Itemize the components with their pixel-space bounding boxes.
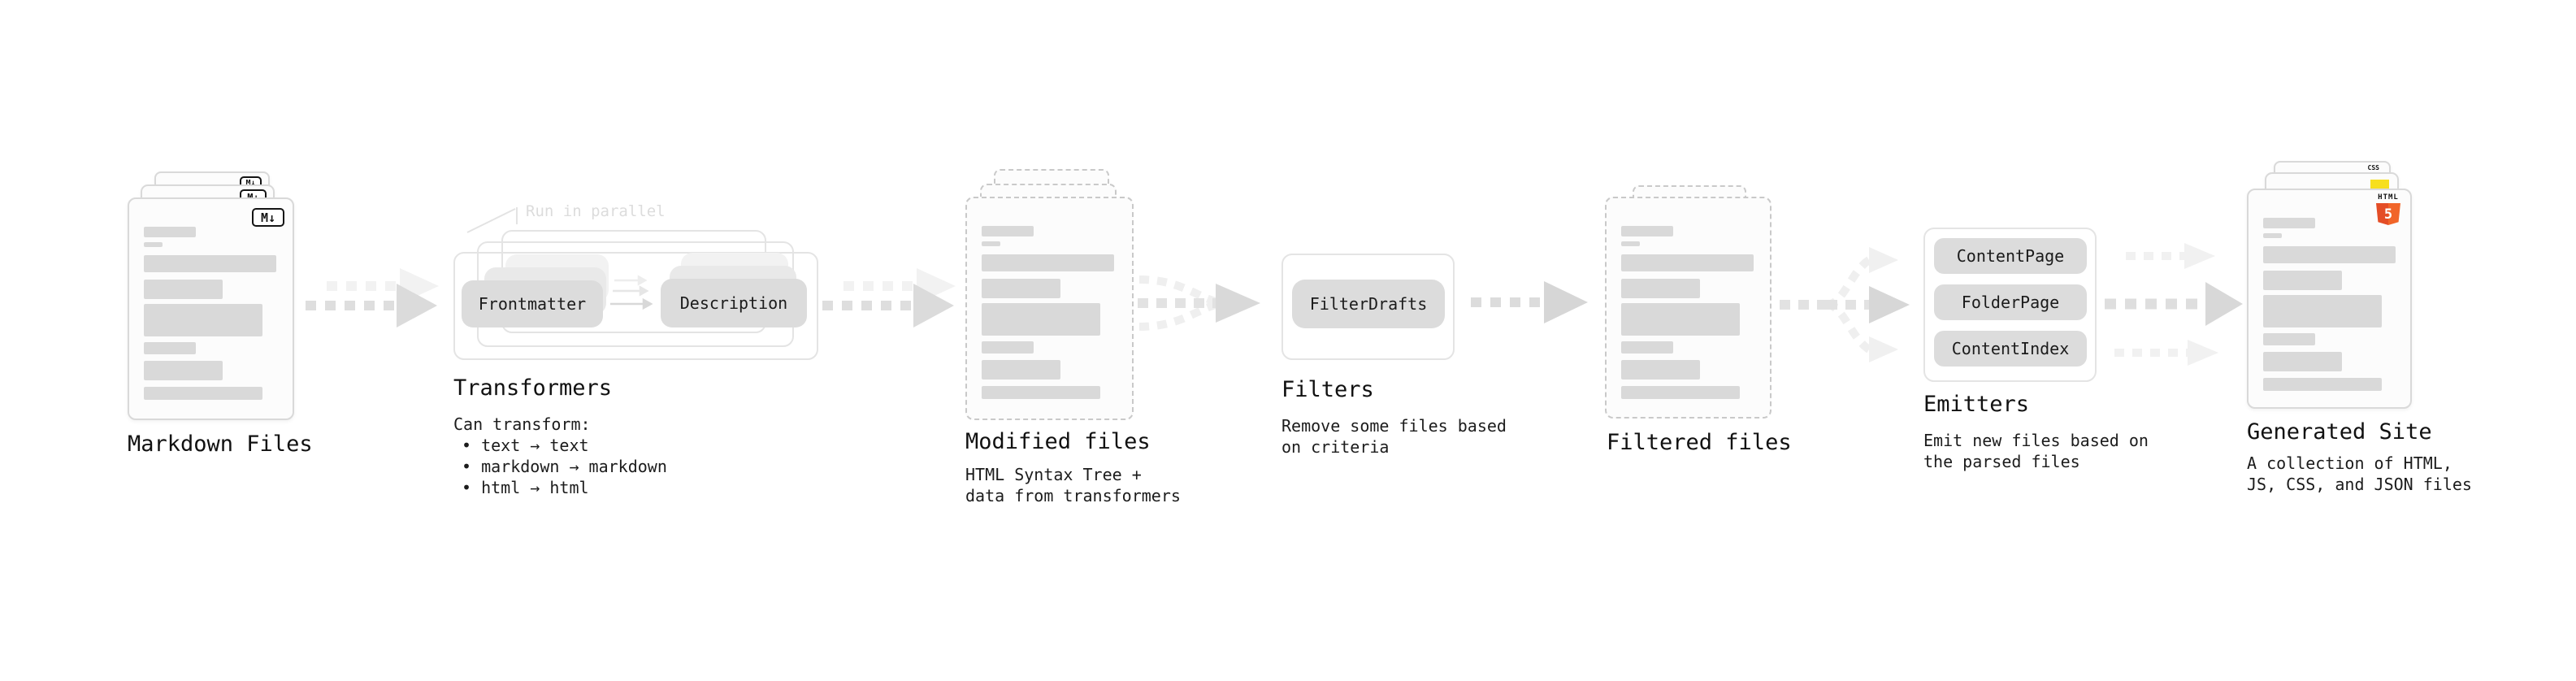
run-in-parallel-annotation: Run in parallel [526, 202, 666, 220]
generated-file-card-front: HTML 5 [2247, 189, 2412, 409]
transformer-pill-frontmatter: Frontmatter [462, 280, 603, 327]
desc-line: • markdown → markdown [462, 457, 667, 476]
skeleton-bar [1621, 254, 1754, 271]
desc-line: on criteria [1281, 437, 1390, 457]
skeleton-bar [1621, 360, 1700, 380]
desc-line: Can transform: [453, 414, 591, 434]
js-icon [2370, 180, 2389, 189]
emitter-pill-contentpage: ContentPage [1934, 238, 2087, 274]
skeleton-bar [144, 280, 223, 299]
skeleton-bar [144, 304, 262, 336]
skeleton-bar [2263, 246, 2396, 263]
skeleton-bar [2263, 378, 2382, 391]
skeleton-bar [2263, 333, 2315, 345]
skeleton-bar [982, 341, 1034, 354]
desc-line: the parsed files [1923, 452, 2080, 471]
transformer-pill-description: Description [661, 279, 807, 327]
modified-files-description: HTML Syntax Tree + data from transformer… [965, 464, 1181, 506]
skeleton-bar [982, 303, 1100, 336]
skeleton-bar [1621, 241, 1640, 246]
transformers-layer-front [453, 252, 818, 360]
skeleton-bar [1621, 303, 1740, 336]
desc-line: A collection of HTML, [2247, 453, 2452, 473]
desc-line: data from transformers [965, 486, 1181, 505]
callout-line-icon [466, 207, 518, 233]
skeleton-bar [144, 387, 262, 400]
skeleton-bar [982, 279, 1060, 298]
parallel-arrows-icon [2105, 243, 2243, 366]
skeleton-bar [1621, 341, 1673, 354]
modified-file-card-front [965, 197, 1134, 420]
pill-flow-arrows-icon [610, 275, 653, 310]
desc-line: Emit new files based on [1923, 431, 2149, 450]
diverge-arrow-icon [1780, 247, 1910, 362]
html5-label: HTML [2378, 193, 2399, 202]
skeleton-bar [144, 242, 163, 247]
converge-arrow-icon [1138, 275, 1260, 331]
transformers-description: Can transform: • text → text • markdown … [453, 414, 667, 498]
skeleton-bar [2263, 271, 2342, 290]
skeleton-bar [982, 226, 1034, 236]
html5-icon: HTML 5 [2373, 194, 2404, 225]
skeleton-bar [144, 342, 196, 354]
html5-shield-icon: 5 [2376, 203, 2400, 225]
emitters-description: Emit new files based on the parsed files [1923, 430, 2149, 472]
double-dashed-arrow-icon [822, 268, 956, 327]
generated-site-description: A collection of HTML, JS, CSS, and JSON … [2247, 453, 2472, 495]
skeleton-bar [144, 361, 223, 380]
desc-line: HTML Syntax Tree + [965, 465, 1142, 484]
stage-title-modified-files: Modified files [965, 429, 1151, 454]
desc-line: Remove some files based [1281, 416, 1507, 436]
desc-line: JS, CSS, and JSON files [2247, 475, 2472, 494]
stage-title-filtered-files: Filtered files [1607, 430, 1792, 455]
skeleton-bar [982, 241, 1000, 246]
skeleton-bar [144, 255, 276, 272]
skeleton-bar [1621, 226, 1673, 236]
emitter-pill-contentindex: ContentIndex [1934, 331, 2087, 367]
desc-line: • html → html [462, 478, 589, 497]
markdown-badge-icon: M↓ [252, 208, 284, 227]
stage-title-transformers: Transformers [453, 375, 613, 401]
stage-title-emitters: Emitters [1923, 392, 2030, 417]
dashed-arrow-icon [1471, 281, 1588, 323]
skeleton-bar [982, 254, 1114, 271]
skeleton-bar [1621, 279, 1700, 298]
emitter-pill-folderpage: FolderPage [1934, 284, 2087, 320]
stage-title-filters: Filters [1281, 377, 1374, 402]
skeleton-bar [982, 360, 1060, 380]
skeleton-bar [1621, 386, 1740, 399]
skeleton-bar [2263, 218, 2315, 228]
filters-description: Remove some files based on criteria [1281, 415, 1507, 458]
skeleton-bar [982, 386, 1100, 399]
skeleton-bar [2263, 233, 2282, 238]
stage-title-markdown-files: Markdown Files [128, 432, 313, 457]
skeleton-bar [144, 227, 196, 237]
skeleton-bar [2263, 295, 2382, 327]
filtered-file-card-front [1605, 197, 1772, 419]
stage-title-generated-site: Generated Site [2247, 419, 2432, 445]
markdown-file-card-front: M↓ [128, 197, 294, 420]
double-dashed-arrow-icon [306, 268, 439, 327]
filter-pill-filterdrafts: FilterDrafts [1292, 280, 1445, 328]
desc-line: • text → text [462, 436, 589, 455]
skeleton-bar [2263, 352, 2342, 371]
